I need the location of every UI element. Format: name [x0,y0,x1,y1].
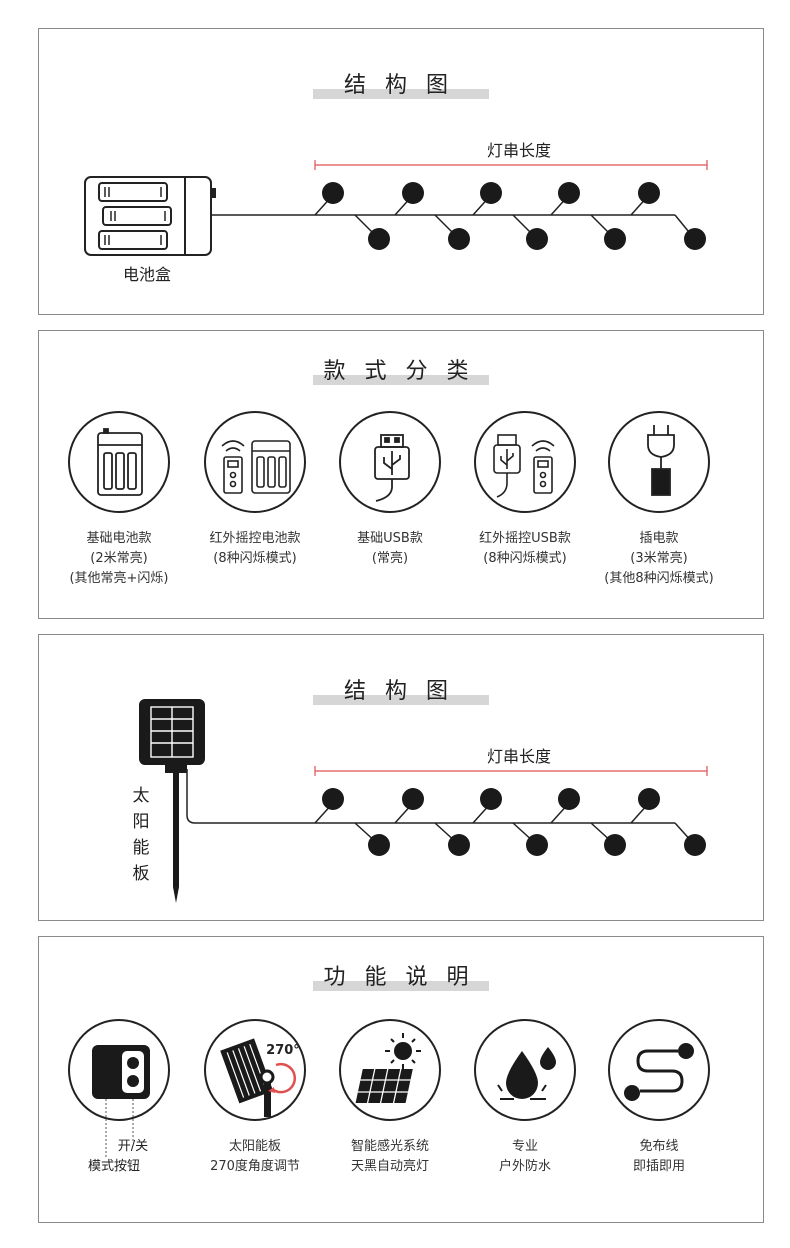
led-bulb [322,182,344,204]
length-indicator [314,766,708,776]
style-caption-4: 红外摇控USB款 (8种闪烁模式) [479,531,571,566]
led-bulb [322,788,344,810]
led-bulb [638,788,660,810]
style-caption-5: 插电款 (3米常亮) (其他8种闪烁模式) [604,531,714,586]
structure-panel-battery: 结 构 图 灯串长度 电池盒 [38,28,764,315]
solar-panel-label: 太 阳 能 板 [132,786,150,884]
title-underline [313,695,489,705]
led-bulb [402,182,424,204]
structure-panel-solar: 结 构 图 灯串长度 太 阳 能 板 [38,634,764,921]
angle-label: 270° [266,1043,300,1058]
style-classification-panel: 款 式 分 类 [38,330,764,619]
light-string-wire [186,769,694,844]
style-caption-3: 基础USB款 (常亮) [357,531,423,566]
title-underline [313,89,489,99]
length-label: 灯串长度 [486,747,551,766]
remote-usb-icon [474,411,576,513]
switch-label: 开/关 [117,1139,149,1154]
led-bulbs [322,788,706,856]
title-underline [313,375,489,385]
led-bulb [448,228,470,250]
plug-icon [608,411,710,513]
section-title: 款 式 分 类 [323,359,475,384]
length-label: 灯串长度 [486,141,551,160]
battery-box-icon [84,176,216,256]
title-underline [313,981,489,991]
led-bulbs [322,182,706,250]
led-bulb [480,788,502,810]
wire-free-icon [608,1019,710,1121]
function-caption-5: 免布线 即插即用 [632,1139,685,1174]
mode-button-label: 模式按钮 [87,1159,140,1174]
led-bulb [448,834,470,856]
function-description-panel: 功 能 说 明 [38,936,764,1223]
usb-icon [339,411,441,513]
led-bulb [558,182,580,204]
solar-panel-icon [139,699,205,903]
style-caption-2: 红外摇控电池款 (8种闪烁模式) [209,531,301,566]
section-title: 结 构 图 [344,73,454,98]
led-bulb [604,834,626,856]
function-caption-3: 智能感光系统 天黑自动亮灯 [350,1139,429,1174]
led-bulb [604,228,626,250]
function-caption-2: 太阳能板 270度角度调节 [210,1139,300,1174]
switch-box-icon [68,1019,170,1159]
battery-label: 电池盒 [122,265,171,284]
section-title: 功 能 说 明 [323,965,475,990]
led-bulb [526,834,548,856]
remote-battery-icon [204,411,306,513]
led-bulb [638,182,660,204]
sun-panel-icon [339,1019,441,1121]
led-bulb [480,182,502,204]
led-bulb [402,788,424,810]
length-indicator [314,160,708,170]
led-bulb [558,788,580,810]
battery-box-icon [68,411,170,513]
style-caption-1: 基础电池款 (2米常亮) (其他常亮+闪烁) [69,531,169,586]
led-bulb [526,228,548,250]
battery-string-diagram [84,160,708,256]
water-drop-icon [474,1019,576,1121]
solar-rotate-icon [204,1019,306,1121]
led-bulb [368,834,390,856]
solar-string-diagram [139,699,708,903]
led-bulb [684,834,706,856]
led-bulb [368,228,390,250]
section-title: 结 构 图 [344,679,454,704]
function-caption-4: 专业 户外防水 [498,1139,551,1174]
led-bulb [684,228,706,250]
